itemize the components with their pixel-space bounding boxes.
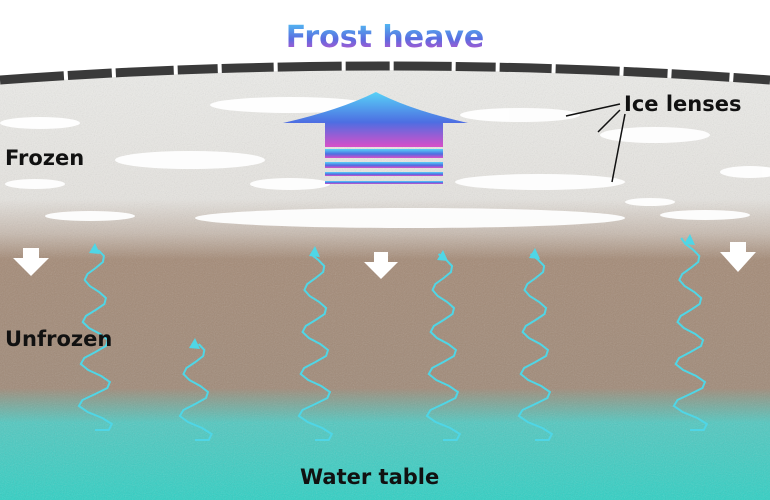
capillary-water-flow — [77, 234, 709, 441]
water-flow-line — [672, 237, 709, 431]
ice-lenses — [0, 97, 770, 228]
arrowhead-icon — [437, 250, 448, 261]
water-flow-line — [77, 249, 114, 431]
arrowhead-icon — [89, 243, 100, 254]
water-table-label: Water table — [300, 465, 440, 489]
water-flow-line — [517, 253, 554, 441]
arrowhead-icon — [309, 246, 320, 257]
down-arrows — [13, 242, 756, 279]
water-flow-line — [297, 253, 334, 441]
water-flow-line — [425, 253, 462, 441]
frost-heave-arrow — [283, 92, 468, 184]
down-arrow-icon — [720, 242, 756, 272]
down-arrow-icon — [13, 248, 49, 276]
arrowhead-icon — [189, 338, 200, 349]
down-arrow-icon — [364, 252, 398, 279]
pavement — [0, 61, 770, 85]
arrowhead-icon — [684, 234, 695, 245]
water-flow-line — [178, 343, 213, 441]
unfrozen-label: Unfrozen — [5, 327, 113, 351]
ice-lenses-label: Ice lenses — [624, 92, 742, 116]
ice-lens-pointers — [565, 103, 626, 183]
diagram-title: Frost heave — [0, 20, 770, 55]
arrowhead-icon — [529, 248, 540, 259]
frozen-label: Frozen — [5, 146, 85, 170]
